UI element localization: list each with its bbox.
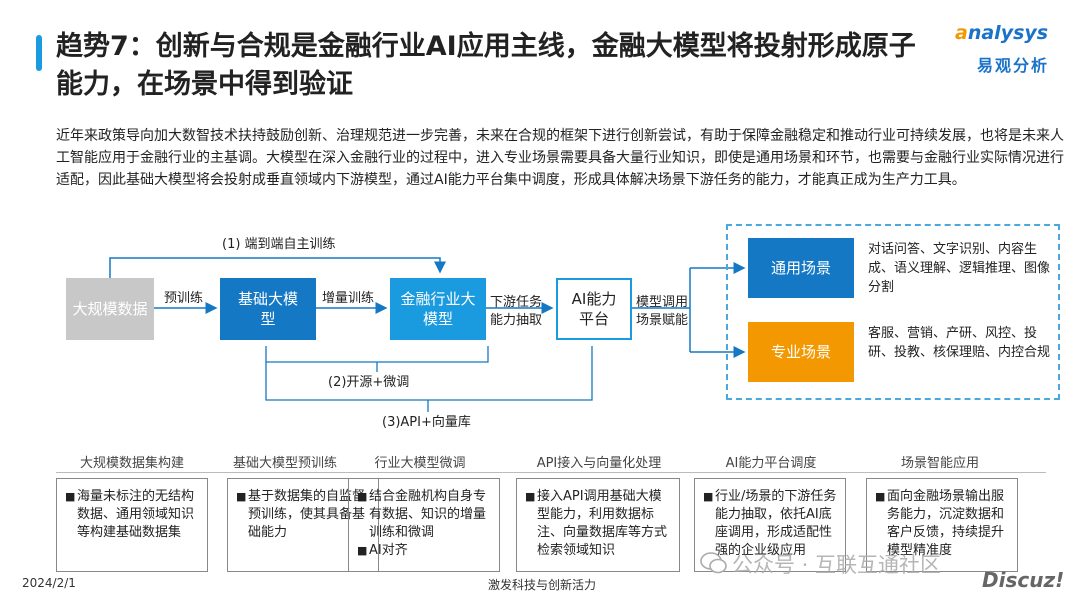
stage-title: AI能力平台调度 [725, 456, 817, 471]
opensource-bracket [265, 346, 489, 363]
analysys-logo: analysys 易观分析 [955, 22, 1065, 82]
model-call-label: 模型调用场景赋能 [636, 295, 689, 328]
stage-title: 场景智能应用 [900, 456, 979, 471]
pretrain-label: 预训练 [164, 291, 204, 306]
bullet-icon: ■ [65, 490, 76, 503]
stage-card: ■ 结合金融机构自身专有数据、知识的增量训练和微调 ■ AI对齐 [348, 478, 500, 572]
stage-card: ■ 基于数据集的自监督预训练，使其具备基础能力 [227, 478, 379, 572]
downstream-label: 下游任务能力抽取 [490, 295, 543, 328]
platform-branch [632, 268, 691, 352]
bullet-icon: ■ [875, 490, 886, 503]
finance-model-box: 金融行业大模型 [390, 278, 486, 340]
ai-platform-box: AI能力平台 [556, 278, 632, 340]
wechat-icon [700, 552, 727, 574]
base-model-box: 基础大模型 [220, 278, 316, 340]
logo-english: analysys [955, 22, 1049, 44]
pro-scene-box: 专业场景 [748, 322, 854, 382]
general-scene-desc: 对话问答、文字识别、内容生成、语义理解、逻辑推理、图像分割 [868, 242, 1051, 295]
large-data-box: 大规模数据 [66, 278, 154, 340]
e2e-label: (1) 端到端自主训练 [222, 237, 336, 252]
stage-title: API接入与向量化处理 [536, 456, 662, 471]
opensource-label: (2)开源+微调 [328, 375, 410, 390]
bullet-icon: ■ [357, 544, 368, 557]
stage-title: 基础大模型预训练 [232, 456, 337, 471]
logo-chinese: 易观分析 [977, 56, 1050, 75]
stage-card: ■ 面向金融场景输出服务能力，沉淀数据和客户反馈，持续提升模型精准度 [866, 478, 1018, 572]
stage-title: 行业大模型微调 [374, 456, 466, 471]
pro-scene-desc: 客服、营销、产研、风控、投研、投教、核保理赔、内控合规 [868, 326, 1051, 360]
stage-card: ■ 接入API调用基础大模型能力，利用数据标注、向量数据库等方式检索领域知识 [516, 478, 680, 572]
incremental-label: 增量训练 [322, 291, 375, 306]
stage-card: ■ 海量未标注的无结构数据、通用领域知识等构建基础数据集 [56, 478, 208, 572]
footer-date: 2024/2/1 [22, 576, 76, 590]
scene-region [726, 224, 1060, 400]
general-scene-box: 通用场景 [748, 238, 854, 298]
bullet-icon: ■ [357, 490, 368, 503]
bullet-icon: ■ [703, 490, 714, 503]
intro-paragraph: 近年来政策导向加大数智技术扶持鼓励创新、治理规范进一步完善，未来在合规的框架下进… [56, 128, 1064, 188]
stage-title: 大规模数据集构建 [79, 456, 184, 471]
stage-card: ■ 行业/场景的下游任务能力抽取，依托AI底座调用，形成适配性强的企业级应用 [694, 478, 846, 572]
api-bracket [265, 346, 593, 401]
e2e-arrow [109, 257, 446, 278]
watermark-text: 公众号 · 互联互通社区 [732, 553, 942, 577]
bullet-icon: ■ [525, 490, 536, 503]
stage-divider [56, 472, 1046, 473]
api-label: (3)API+向量库 [382, 415, 471, 430]
footer-slogan: 激发科技与创新活力 [488, 578, 597, 592]
bullet-icon: ■ [236, 490, 247, 503]
page-title: 趋势7：创新与合规是金融行业AI应用主线，金融大模型将投射形成原子能力，在场景中… [56, 31, 916, 100]
title-accent-bar [36, 35, 42, 71]
discuz-watermark: Discuz! [982, 568, 1065, 592]
